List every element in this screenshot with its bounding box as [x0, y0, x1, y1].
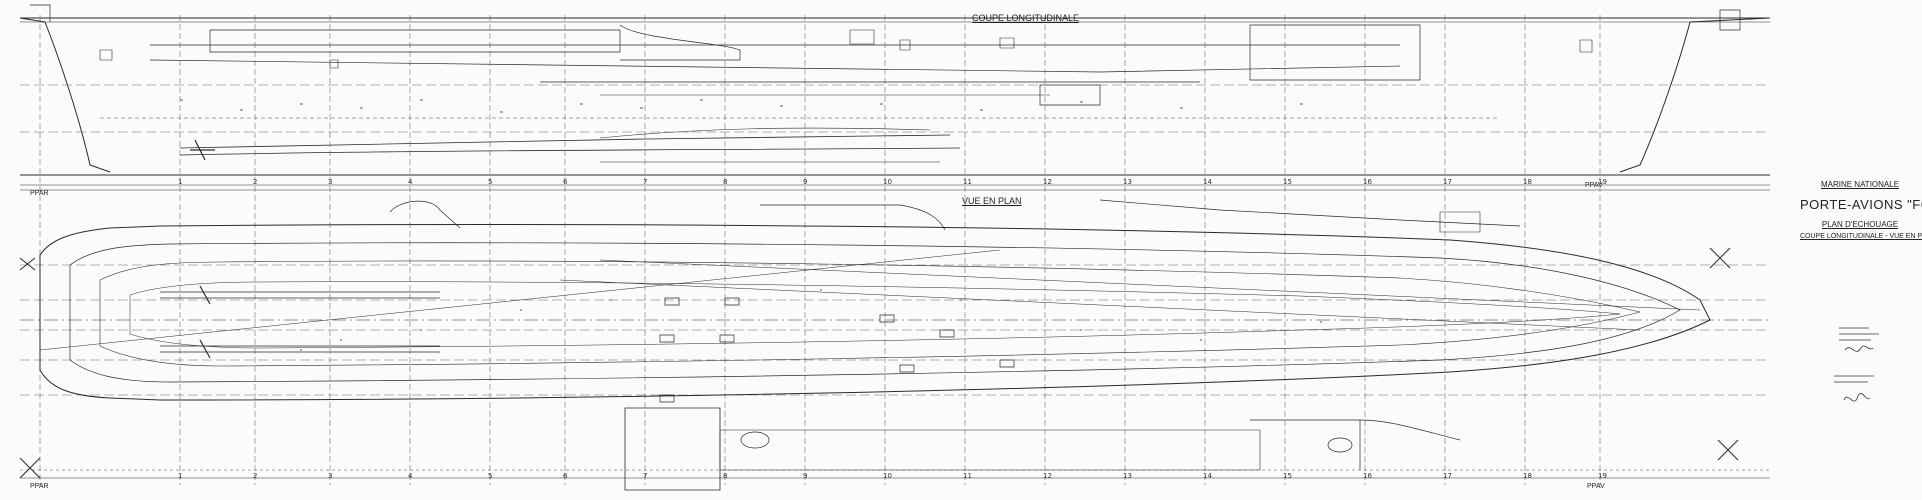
plan-view [19, 199, 1770, 491]
frame-number-plan-12: 12 [1043, 472, 1052, 480]
frame-number-profile-14: 14 [1203, 178, 1212, 186]
frame-number-profile-9: 9 [803, 178, 808, 186]
ppar-label-profile: PPAR [30, 190, 49, 197]
frame-number-profile-15: 15 [1283, 178, 1292, 186]
frame-number-plan-16: 16 [1363, 472, 1372, 480]
frame-number-profile-1: 1 [178, 178, 183, 186]
station-grid [39, 15, 1601, 485]
frame-number-profile-3: 3 [328, 178, 333, 186]
signature-mark-2 [1834, 375, 1874, 402]
frame-number-profile-5: 5 [488, 178, 493, 186]
frame-number-plan-2: 2 [253, 472, 258, 480]
frame-number-plan-3: 3 [328, 472, 333, 480]
detail-marks [180, 99, 1322, 351]
frame-number-plan-9: 9 [803, 472, 808, 480]
frame-number-profile-16: 16 [1363, 178, 1372, 186]
title-line-navy: MARINE NATIONALE [1820, 180, 1900, 189]
frame-number-plan-7: 7 [643, 472, 648, 480]
frame-number-plan-10: 10 [883, 472, 892, 480]
frame-number-profile-13: 13 [1123, 178, 1132, 186]
frame-number-profile-6: 6 [563, 178, 568, 186]
frame-number-plan-6: 6 [563, 472, 568, 480]
frame-number-profile-8: 8 [723, 178, 728, 186]
ppar-label-plan: PPAR [30, 483, 49, 490]
signature-mark [1839, 327, 1879, 352]
frame-number-plan-5: 5 [488, 472, 493, 480]
section-title-plan: VUE EN PLAN [962, 196, 1022, 206]
title-block: MARINE NATIONALE PORTE-AVIONS "FOCH" PLA… [1800, 180, 1922, 240]
ppav-label-plan: PPAV [1587, 483, 1605, 490]
frame-number-profile-18: 18 [1523, 178, 1532, 186]
title-line-ship: PORTE-AVIONS "FOCH" [1800, 197, 1922, 212]
frame-number-profile-10: 10 [883, 178, 892, 186]
frame-number-profile-7: 7 [643, 178, 648, 186]
frame-number-plan-11: 11 [963, 472, 972, 480]
frame-number-plan-15: 15 [1283, 472, 1292, 480]
frame-number-profile-17: 17 [1443, 178, 1452, 186]
profile-section [19, 4, 1771, 191]
frame-number-plan-14: 14 [1203, 472, 1212, 480]
frame-number-profile-11: 11 [963, 178, 972, 186]
ppav-label-profile: PPAV [1585, 182, 1603, 189]
frame-number-plan-18: 18 [1523, 472, 1532, 480]
section-title-profile: COUPE LONGITUDINALE [972, 13, 1080, 23]
title-line-views: COUPE LONGITUDINALE - VUE EN PLAN [1800, 233, 1922, 240]
horizontal-guides [20, 84, 1770, 396]
frame-number-plan-13: 13 [1123, 472, 1132, 480]
frame-number-plan-19: 19 [1598, 472, 1607, 480]
frame-number-plan-4: 4 [408, 472, 413, 480]
frame-number-plan-8: 8 [723, 472, 728, 480]
frame-number-plan-17: 17 [1443, 472, 1452, 480]
frame-number-plan-1: 1 [178, 472, 183, 480]
frame-number-profile-12: 12 [1043, 178, 1052, 186]
frame-number-profile-4: 4 [408, 178, 413, 186]
title-line-plan: PLAN D'ECHOUAGE [1821, 220, 1899, 229]
frame-number-profile-2: 2 [253, 178, 258, 186]
frame-number-profile-19: 19 [1598, 178, 1607, 186]
